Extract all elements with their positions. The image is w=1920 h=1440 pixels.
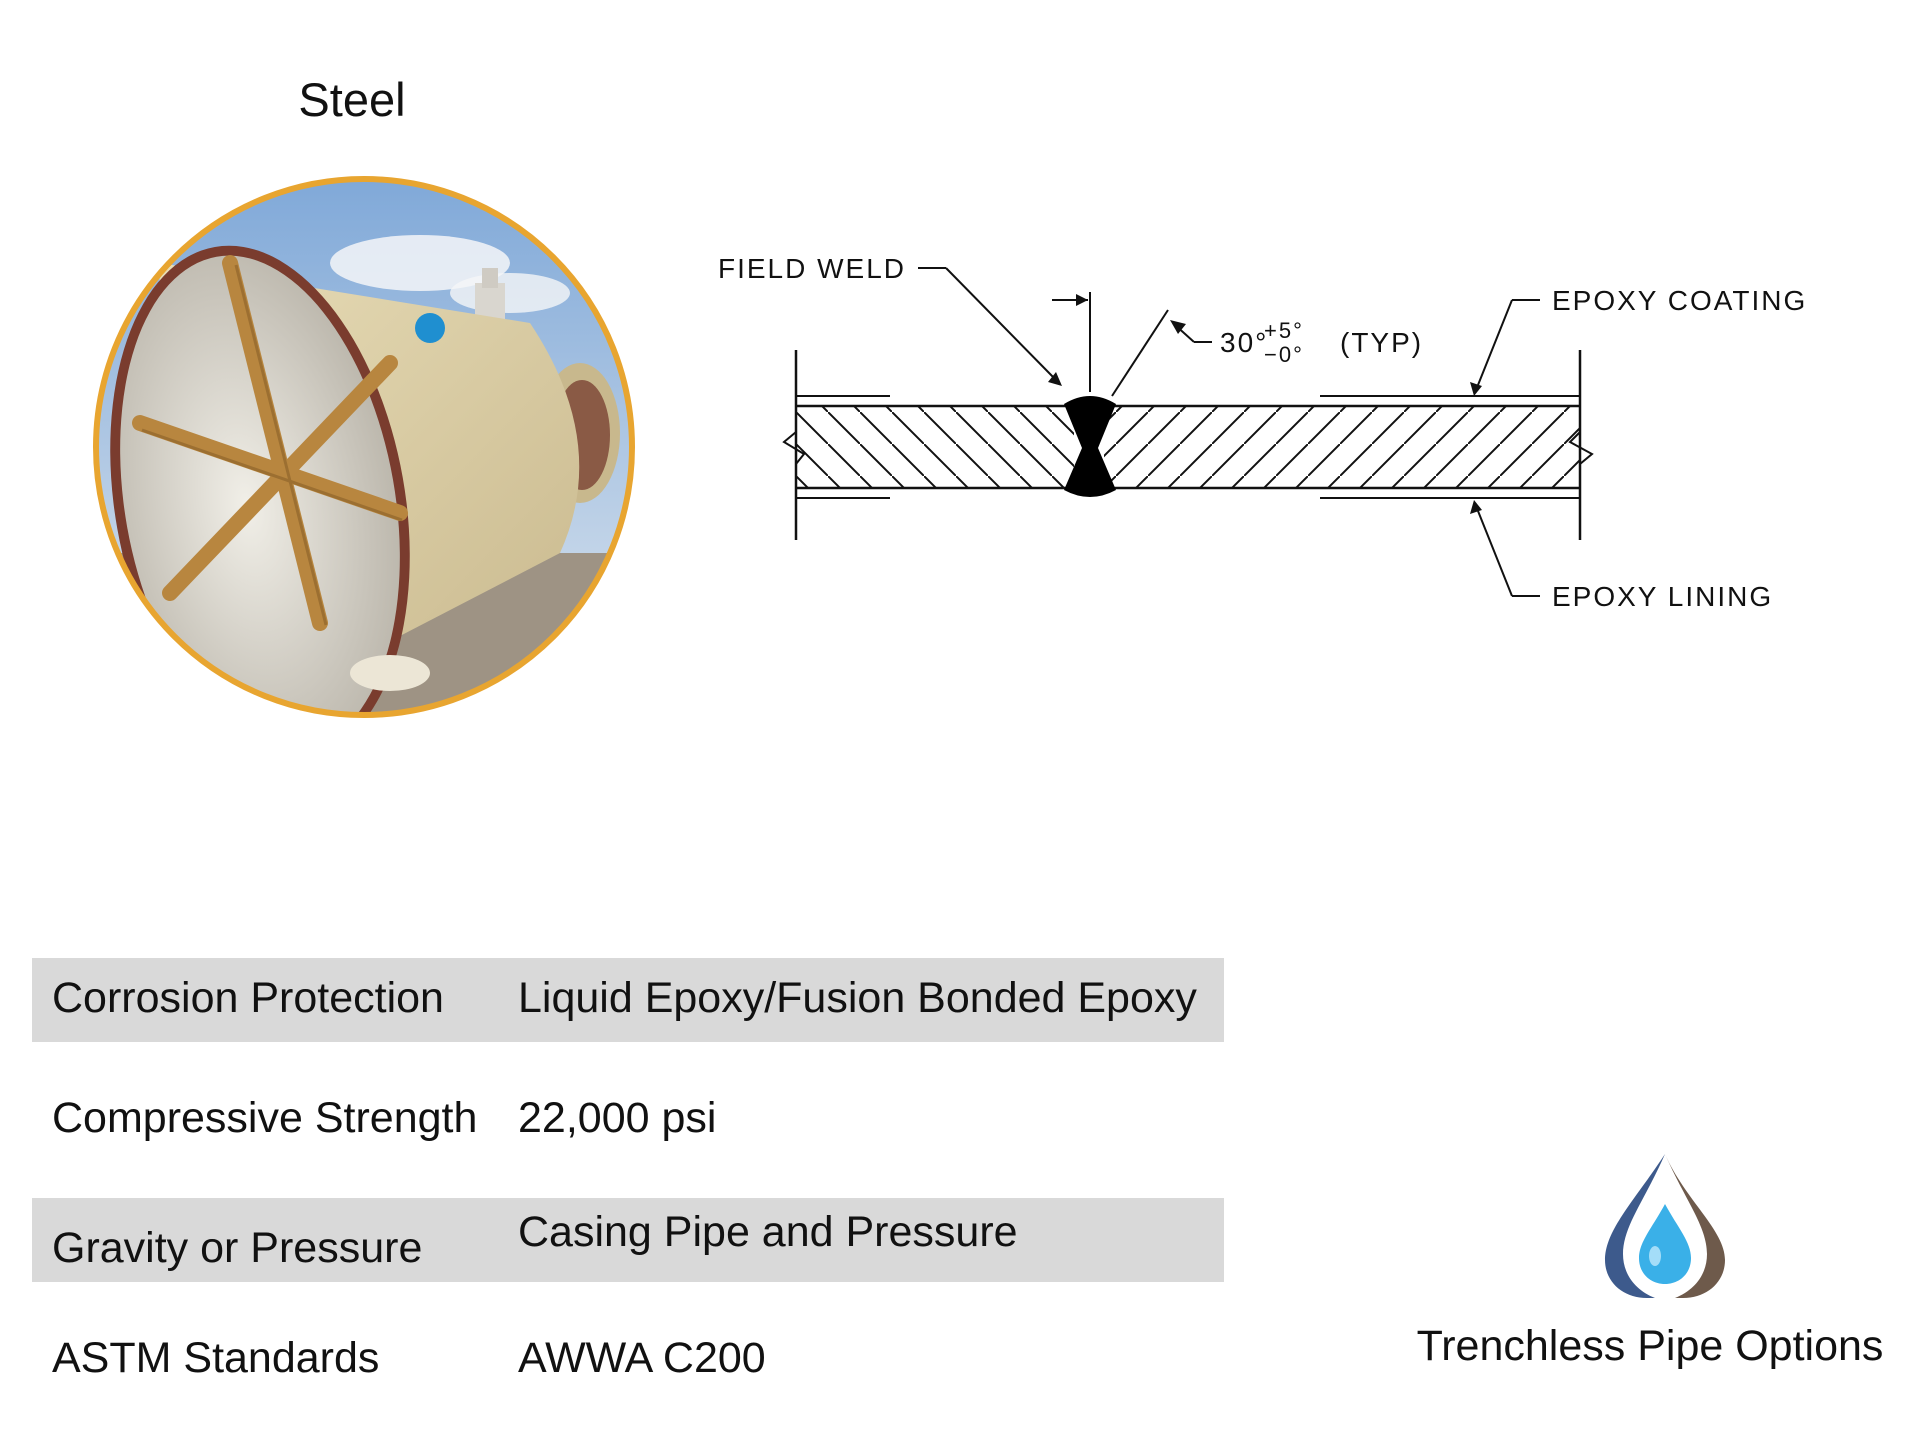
steel-pipe-photo [93,176,635,718]
brand-name: Trenchless Pipe Options [1416,1322,1884,1370]
epoxy-lining-label: EPOXY LINING [1552,581,1773,612]
angle-label: 30° [1220,327,1268,358]
spec-label: ASTM Standards [52,1334,380,1382]
table-row: Compressive Strength 22,000 psi [32,1078,1224,1162]
epoxy-coating-label: EPOXY COATING [1552,285,1807,316]
spec-value: Casing Pipe and Pressure [518,1208,1018,1256]
spec-value: 22,000 psi [518,1094,717,1142]
table-row: Gravity or Pressure Casing Pipe and Pres… [32,1198,1224,1282]
table-row: ASTM Standards AWWA C200 [32,1318,1224,1402]
spec-label: Gravity or Pressure [52,1224,423,1272]
angle-plus-label: +5° [1264,318,1304,343]
spec-label: Corrosion Protection [52,974,444,1022]
table-row: Corrosion Protection Liquid Epoxy/Fusion… [32,958,1224,1042]
field-weld-diagram: FIELD WELD 30° +5° −0° (TYP) EPOXY COATI… [718,253,1807,612]
page-title: Steel [298,73,406,126]
water-drop-logo-icon [1605,1154,1725,1298]
angle-typ-label: (TYP) [1340,327,1423,358]
angle-minus-label: −0° [1264,342,1304,367]
spec-value: AWWA C200 [518,1334,766,1382]
spec-label: Compressive Strength [52,1094,478,1142]
field-weld-label: FIELD WELD [718,253,906,284]
spec-table: Corrosion Protection Liquid Epoxy/Fusion… [32,958,1224,1438]
spec-value: Liquid Epoxy/Fusion Bonded Epoxy [518,974,1197,1022]
